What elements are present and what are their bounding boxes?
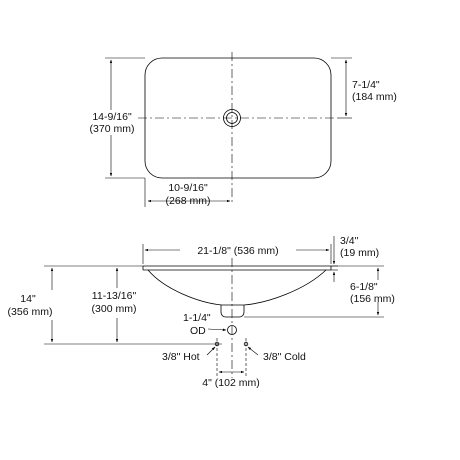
- depth-imperial-label: 14-9/16": [92, 111, 132, 123]
- drain-back-metric-label: (184 mm): [352, 91, 397, 103]
- drain-od-imperial-label: 1-1/4": [183, 312, 211, 324]
- drain-height-metric-label: (300 mm): [92, 303, 137, 315]
- hot-supply-label: 3/8" Hot: [162, 351, 200, 363]
- bowl-depth-imperial-label: 6-1/8": [350, 281, 378, 293]
- rim-thickness-imperial-label: 3/4": [340, 235, 359, 247]
- supply-spacing-label: 4" (102 mm): [202, 377, 259, 389]
- overall-height-metric-label: (356 mm): [8, 306, 53, 318]
- overall-height-imperial-label: 14": [20, 293, 36, 305]
- drain-body-side: [220, 305, 245, 318]
- hot-supply-marker: [214, 341, 220, 347]
- cold-supply-label: 3/8" Cold: [263, 351, 306, 363]
- bowl-depth-metric-label: (156 mm): [350, 293, 395, 305]
- width-label: 21-1/8" (536 mm): [197, 245, 278, 257]
- rim-thickness-metric-label: (19 mm): [340, 247, 379, 259]
- cold-supply-marker: [243, 341, 249, 347]
- bowl-profile: [147, 269, 327, 306]
- drain-back-imperial-label: 7-1/4": [352, 79, 380, 91]
- depth-metric-label: (370 mm): [90, 123, 135, 135]
- drain-od-text-label: OD: [190, 325, 206, 337]
- drain-side-imperial-label: 10-9/16": [168, 182, 208, 194]
- drain-inner-top: [226, 112, 238, 124]
- top-view: 14-9/16" (370 mm) 7-1/4" (184 mm) 10-9/1…: [90, 52, 397, 207]
- drain-outer-top: [223, 109, 241, 127]
- hot-supply-leader: [206, 346, 216, 356]
- side-view: 21-1/8" (536 mm) 3/4" (19 mm) 6-1/8" (15…: [8, 235, 395, 389]
- drain-od-leader: [207, 328, 227, 332]
- drain-side-metric-label: (268 mm): [166, 195, 211, 207]
- cold-supply-leader: [247, 346, 259, 356]
- drain-height-imperial-label: 11-13/16": [92, 290, 137, 302]
